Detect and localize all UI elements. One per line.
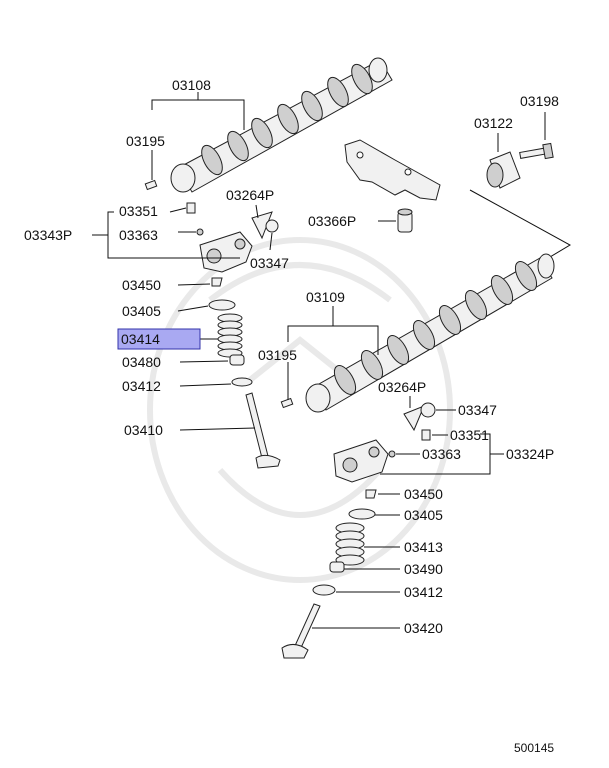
shim-plate-mid <box>403 405 425 432</box>
camshaft-exhaust <box>305 253 555 413</box>
intake-valve <box>245 392 281 469</box>
highlight-box-03414 <box>117 328 201 350</box>
rocker-bracket <box>344 139 441 201</box>
pivot-ball <box>196 228 204 236</box>
label-03405-right: 03405 <box>404 507 443 523</box>
part-labels: 03108 03195 03198 03122 03264P 03351 033… <box>24 77 559 755</box>
label-03108: 03108 <box>172 77 211 93</box>
exhaust-valve <box>281 603 321 659</box>
label-03450-right: 03450 <box>404 486 443 502</box>
spring-seat-left <box>231 377 253 387</box>
label-03413: 03413 <box>404 539 443 555</box>
label-03490: 03490 <box>404 561 443 577</box>
label-03195-top: 03195 <box>126 133 165 149</box>
label-03414: 03414 <box>121 331 160 347</box>
dowel-pin-top <box>144 179 158 191</box>
label-03122: 03122 <box>474 115 513 131</box>
camshaft-intake <box>170 57 393 193</box>
label-03198: 03198 <box>520 93 559 109</box>
spring-retainer-right <box>348 508 376 520</box>
label-03405-left: 03405 <box>122 303 161 319</box>
label-03109: 03109 <box>306 289 345 305</box>
label-03450-left: 03450 <box>122 277 161 293</box>
label-03366p: 03366P <box>308 213 356 229</box>
lash-adjuster <box>397 208 413 233</box>
label-03363-top: 03363 <box>119 227 158 243</box>
valve-stem-seal-right <box>329 561 345 573</box>
label-03195-mid: 03195 <box>258 347 297 363</box>
valve-spring-left <box>217 313 243 358</box>
label-03264p-top: 03264P <box>226 187 274 203</box>
watermark-emblem <box>147 237 453 583</box>
label-03351-top: 03351 <box>119 203 158 219</box>
label-03363-right: 03363 <box>422 446 461 462</box>
valve-keeper-left <box>211 277 223 287</box>
label-03264p-mid: 03264P <box>378 379 426 395</box>
washer-top <box>265 219 279 233</box>
label-03347-top: 03347 <box>250 255 289 271</box>
valve-stem-seal-left <box>229 354 245 366</box>
valve-keeper-right <box>365 489 377 499</box>
label-03412-right: 03412 <box>404 584 443 600</box>
label-03420: 03420 <box>404 620 443 636</box>
pivot-ball-right <box>388 450 396 458</box>
spring-seat-right <box>312 584 336 596</box>
label-03324p: 03324P <box>506 446 554 462</box>
rocker-arm-right <box>333 439 389 483</box>
label-03351-right: 03351 <box>450 427 489 443</box>
washer-mid <box>420 402 436 418</box>
pivot-spring <box>186 202 196 214</box>
label-03412-left: 03412 <box>122 378 161 394</box>
cam-sprocket-adapter <box>486 151 521 189</box>
valve-spring-right <box>335 522 365 566</box>
dowel-pin-mid <box>280 397 294 409</box>
label-03343p: 03343P <box>24 227 72 243</box>
pivot-spring-right <box>421 429 431 441</box>
bolt <box>519 142 554 160</box>
rocker-arm-left <box>199 231 253 273</box>
label-03347-right: 03347 <box>458 402 497 418</box>
label-03480: 03480 <box>122 354 161 370</box>
spring-retainer-left <box>208 299 236 311</box>
diagram-number: 500145 <box>514 741 554 755</box>
label-03410: 03410 <box>124 422 163 438</box>
bracket-03108 <box>151 99 245 130</box>
